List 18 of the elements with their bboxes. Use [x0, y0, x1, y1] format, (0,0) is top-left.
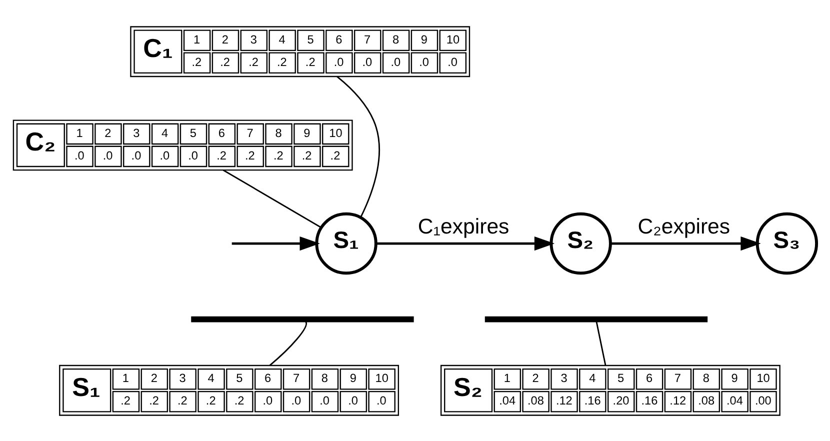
connector: [596, 321, 606, 366]
connector: [336, 76, 380, 217]
arrow: [376, 236, 555, 250]
node-box: C₁ 1 2 3 4 5 6 7 8 9 10 .2 .2 .2 .2 .2 .0 .0 .0 .0 .0: [130, 26, 470, 77]
node-bar: [484, 316, 708, 322]
edge-label: C₂expires: [638, 214, 730, 238]
arrow: [232, 236, 320, 250]
node-circle: S₁: [315, 212, 378, 274]
arrow: [610, 236, 761, 250]
node-circle: S₂: [550, 212, 612, 274]
node-box: S₂ 1 2 3 4 5 6 7 8 9 10 .04 .08 .12 .16 .20 .16 .12 .08 .04 .00: [440, 364, 780, 416]
edge-label: C₁expires: [418, 214, 510, 238]
node-circle: S₃: [756, 212, 818, 274]
node-box: S₁ 1 2 3 4 5 6 7 8 9 10 .2 .2 .2 .2 .2 .0 .0 .0 .0 .0: [59, 364, 399, 416]
connector: [269, 320, 307, 366]
connector: [222, 168, 322, 228]
node-box: C₂ 1 2 3 4 5 6 7 8 9 10 .0 .0 .0 .0 .0 .2 .2 .2 .2 .2: [12, 119, 353, 170]
node-bar: [191, 316, 414, 322]
